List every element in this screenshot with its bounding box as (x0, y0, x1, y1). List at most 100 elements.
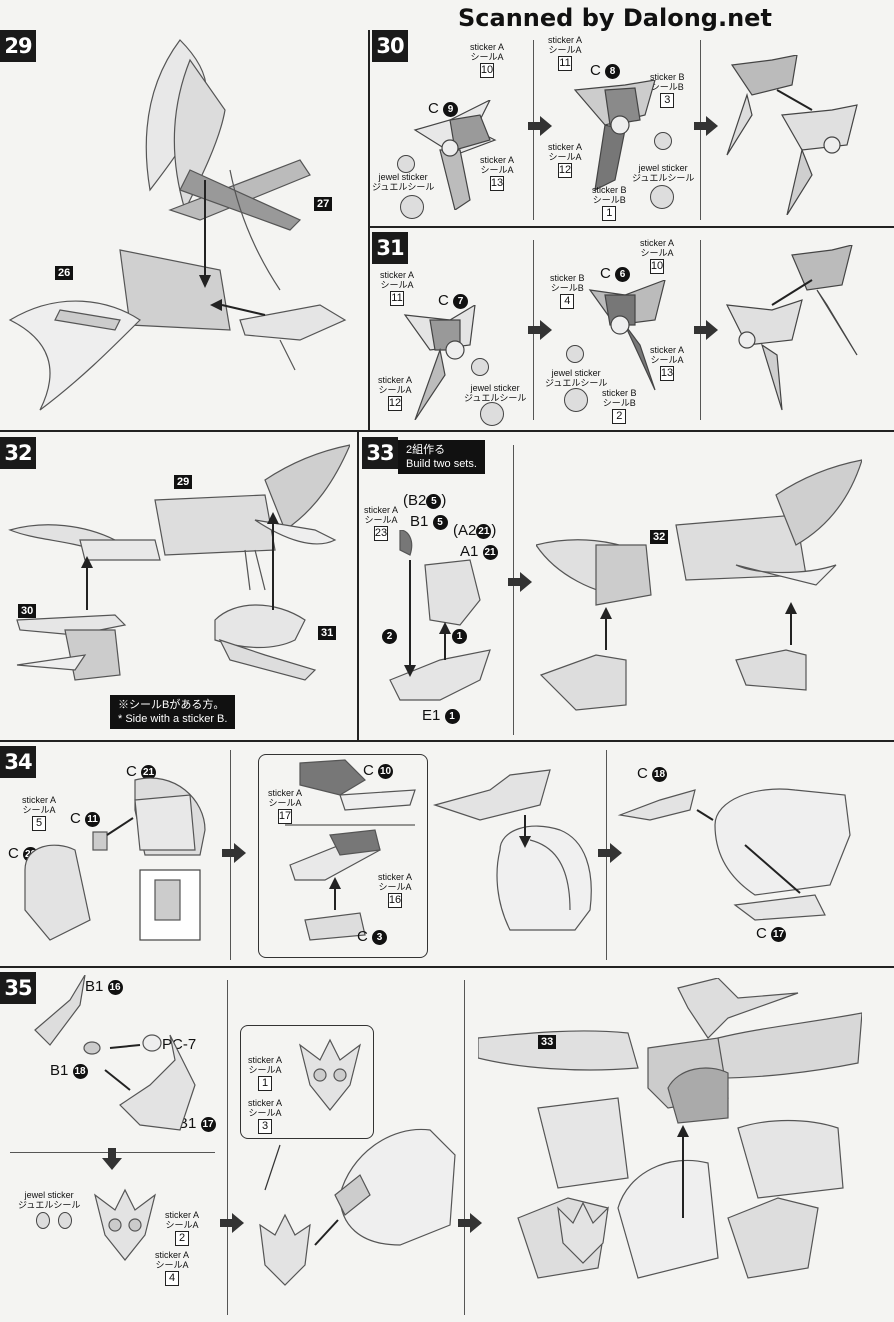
helmet-part-illustration (24, 777, 206, 941)
note-box: ※シールBがある方。* Side with a sticker B. (110, 695, 236, 729)
divider (368, 226, 894, 228)
part-label: C 10 (363, 762, 394, 779)
wing-part-illustration (573, 80, 656, 192)
wing-assembly-illustration (8, 39, 347, 411)
jewel (654, 132, 672, 150)
head-assembly-illustration (617, 788, 851, 921)
ref-badge: 30 (18, 604, 37, 618)
backpack-assembly-illustration (536, 459, 862, 711)
part-label: C 21 (126, 763, 157, 780)
arrow (458, 1213, 482, 1233)
part-label: C 3 (357, 928, 388, 945)
wing-pair-illustration (726, 55, 858, 215)
final-assembly-illustration (478, 978, 862, 1279)
jewel (564, 388, 588, 412)
wing-pair-illustration (725, 245, 858, 411)
part-label: E1 1 (422, 707, 460, 724)
watermark: Scanned by Dalong.net (458, 4, 772, 32)
wing-part-illustration (413, 100, 497, 210)
step-number: 33 (362, 437, 398, 469)
part-label: C 9 (428, 100, 459, 117)
jewel (397, 155, 415, 173)
part-label: B1 18 (50, 1062, 88, 1079)
divider (533, 40, 534, 220)
arrow (528, 116, 552, 136)
divider (368, 30, 370, 430)
ref-badge: 27 (314, 197, 333, 211)
step-number: 29 (0, 30, 36, 62)
divider (357, 432, 359, 740)
divider (513, 445, 514, 735)
arrow (694, 116, 718, 136)
crest-part-illustration (34, 975, 196, 1131)
ref-badge: 32 (650, 530, 669, 544)
step-number: 31 (372, 232, 408, 264)
wing-part-illustration (588, 280, 666, 391)
seq-marker: 2 (382, 627, 397, 644)
step-number: 34 (0, 746, 36, 778)
ref-badge: 31 (318, 626, 337, 640)
ref-badge: 29 (174, 475, 193, 489)
jewel (480, 402, 504, 426)
crest-illustration (94, 1188, 156, 1261)
jewel (36, 1212, 50, 1229)
divider (464, 980, 465, 1315)
jewel (471, 358, 489, 376)
divider (227, 980, 228, 1315)
part-label: C 6 (600, 265, 631, 282)
jewel (566, 345, 584, 363)
arrow (598, 843, 622, 863)
head-assembly-illustration (432, 769, 592, 931)
divider (0, 966, 894, 968)
part-label: C 18 (637, 765, 668, 782)
ref-badge: 33 (538, 1035, 557, 1049)
visor-part-illustration (285, 759, 416, 941)
step-number: 32 (0, 437, 36, 469)
step-number: 30 (372, 30, 408, 62)
part-label: A1 21 (460, 543, 498, 560)
head-assembly-illustration (259, 1128, 456, 1286)
jewel (400, 195, 424, 219)
arrow (508, 572, 532, 592)
divider (700, 40, 701, 220)
part-label: C 11 (70, 810, 101, 827)
part-label: C 8 (590, 62, 621, 79)
part-label: B1 16 (85, 978, 123, 995)
detail-frame (258, 754, 428, 958)
part-label: C 7 (438, 292, 469, 309)
wing-part-illustration (403, 305, 476, 420)
divider (0, 430, 894, 432)
step-number: 35 (0, 972, 36, 1004)
ref-badge: 26 (55, 266, 74, 280)
backpack-assembly-illustration (8, 444, 350, 681)
seq-marker: 1 (452, 627, 467, 644)
jewel (650, 185, 674, 209)
jewel (58, 1212, 72, 1229)
